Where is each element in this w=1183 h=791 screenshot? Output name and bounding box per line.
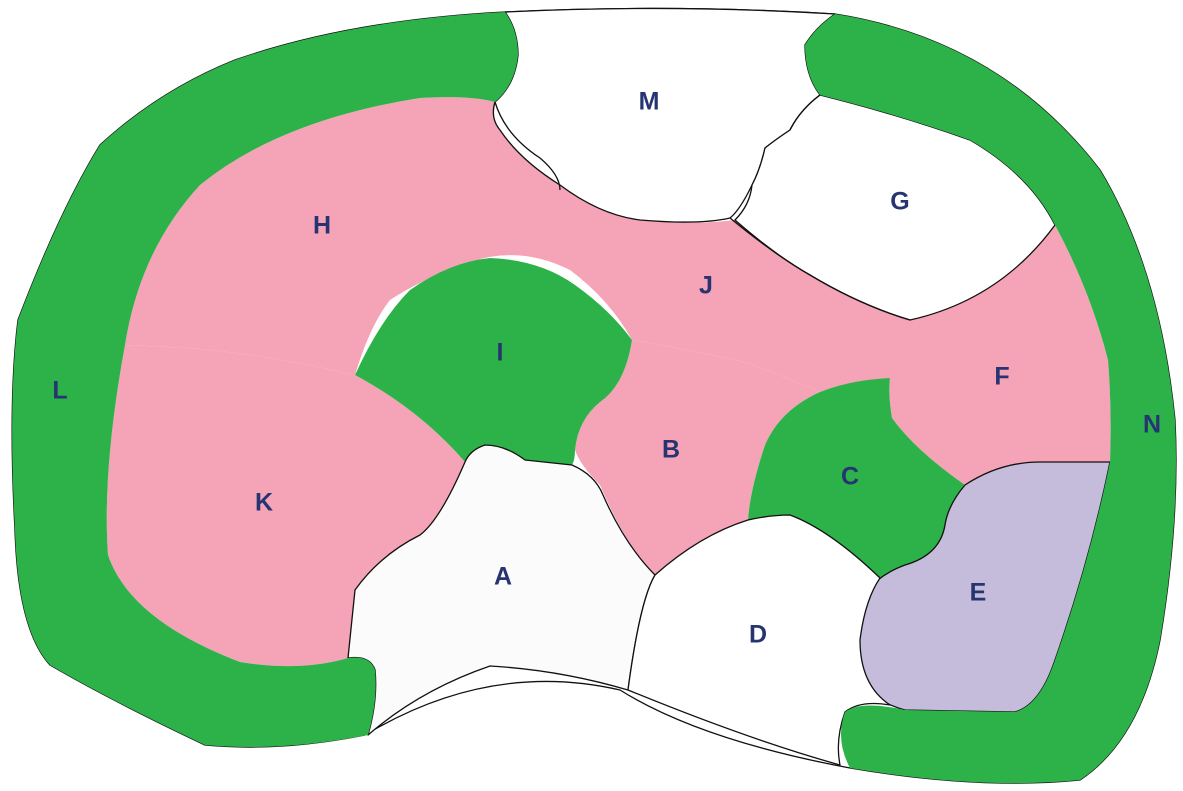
label-K: K [255,489,273,517]
label-E: E [970,579,987,607]
label-G: G [890,188,909,216]
label-I: I [497,339,504,367]
region-shapes [12,8,1176,783]
label-F: F [994,363,1009,391]
label-H: H [313,212,331,240]
label-C: C [841,463,859,491]
label-B: B [662,436,680,464]
label-M: M [639,88,660,116]
label-N: N [1143,411,1161,439]
label-A: A [494,563,512,591]
label-J: J [699,272,713,300]
label-D: D [749,621,767,649]
label-L: L [52,377,67,405]
